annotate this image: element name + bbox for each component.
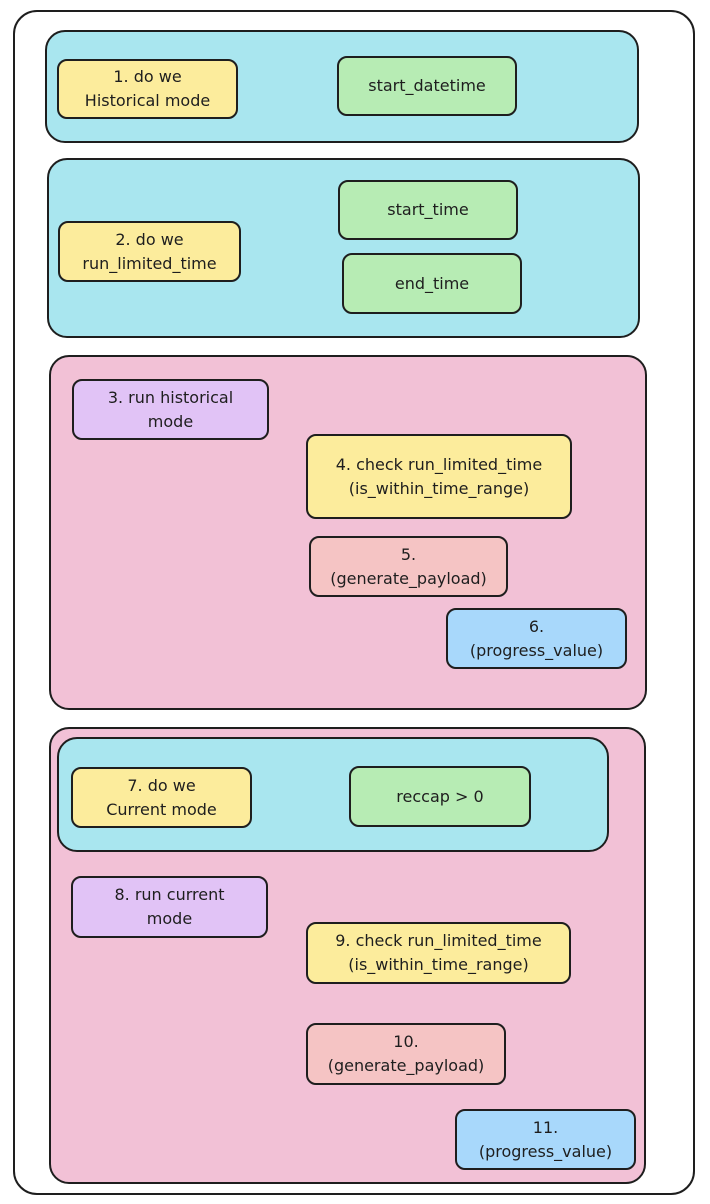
progress-value-node-1: 6. (progress_value) [446, 608, 627, 669]
reccap-node: reccap > 0 [349, 766, 531, 827]
check-run-limited-time-node-2: 9. check run_limited_time (is_within_tim… [306, 922, 571, 984]
run-current-mode-node: 8. run current mode [71, 876, 268, 938]
end-time-node: end_time [342, 253, 522, 314]
start-time-node: start_time [338, 180, 518, 240]
historical-mode-question-node: 1. do we Historical mode [57, 59, 238, 119]
run-historical-mode-node: 3. run historical mode [72, 379, 269, 440]
generate-payload-node-2: 10. (generate_payload) [306, 1023, 506, 1085]
check-run-limited-time-node-1: 4. check run_limited_time (is_within_tim… [306, 434, 572, 519]
start-datetime-node: start_datetime [337, 56, 517, 116]
run-limited-time-question-node: 2. do we run_limited_time [58, 221, 241, 282]
generate-payload-node-1: 5. (generate_payload) [309, 536, 508, 597]
current-mode-question-node: 7. do we Current mode [71, 767, 252, 828]
progress-value-node-2: 11. (progress_value) [455, 1109, 636, 1170]
